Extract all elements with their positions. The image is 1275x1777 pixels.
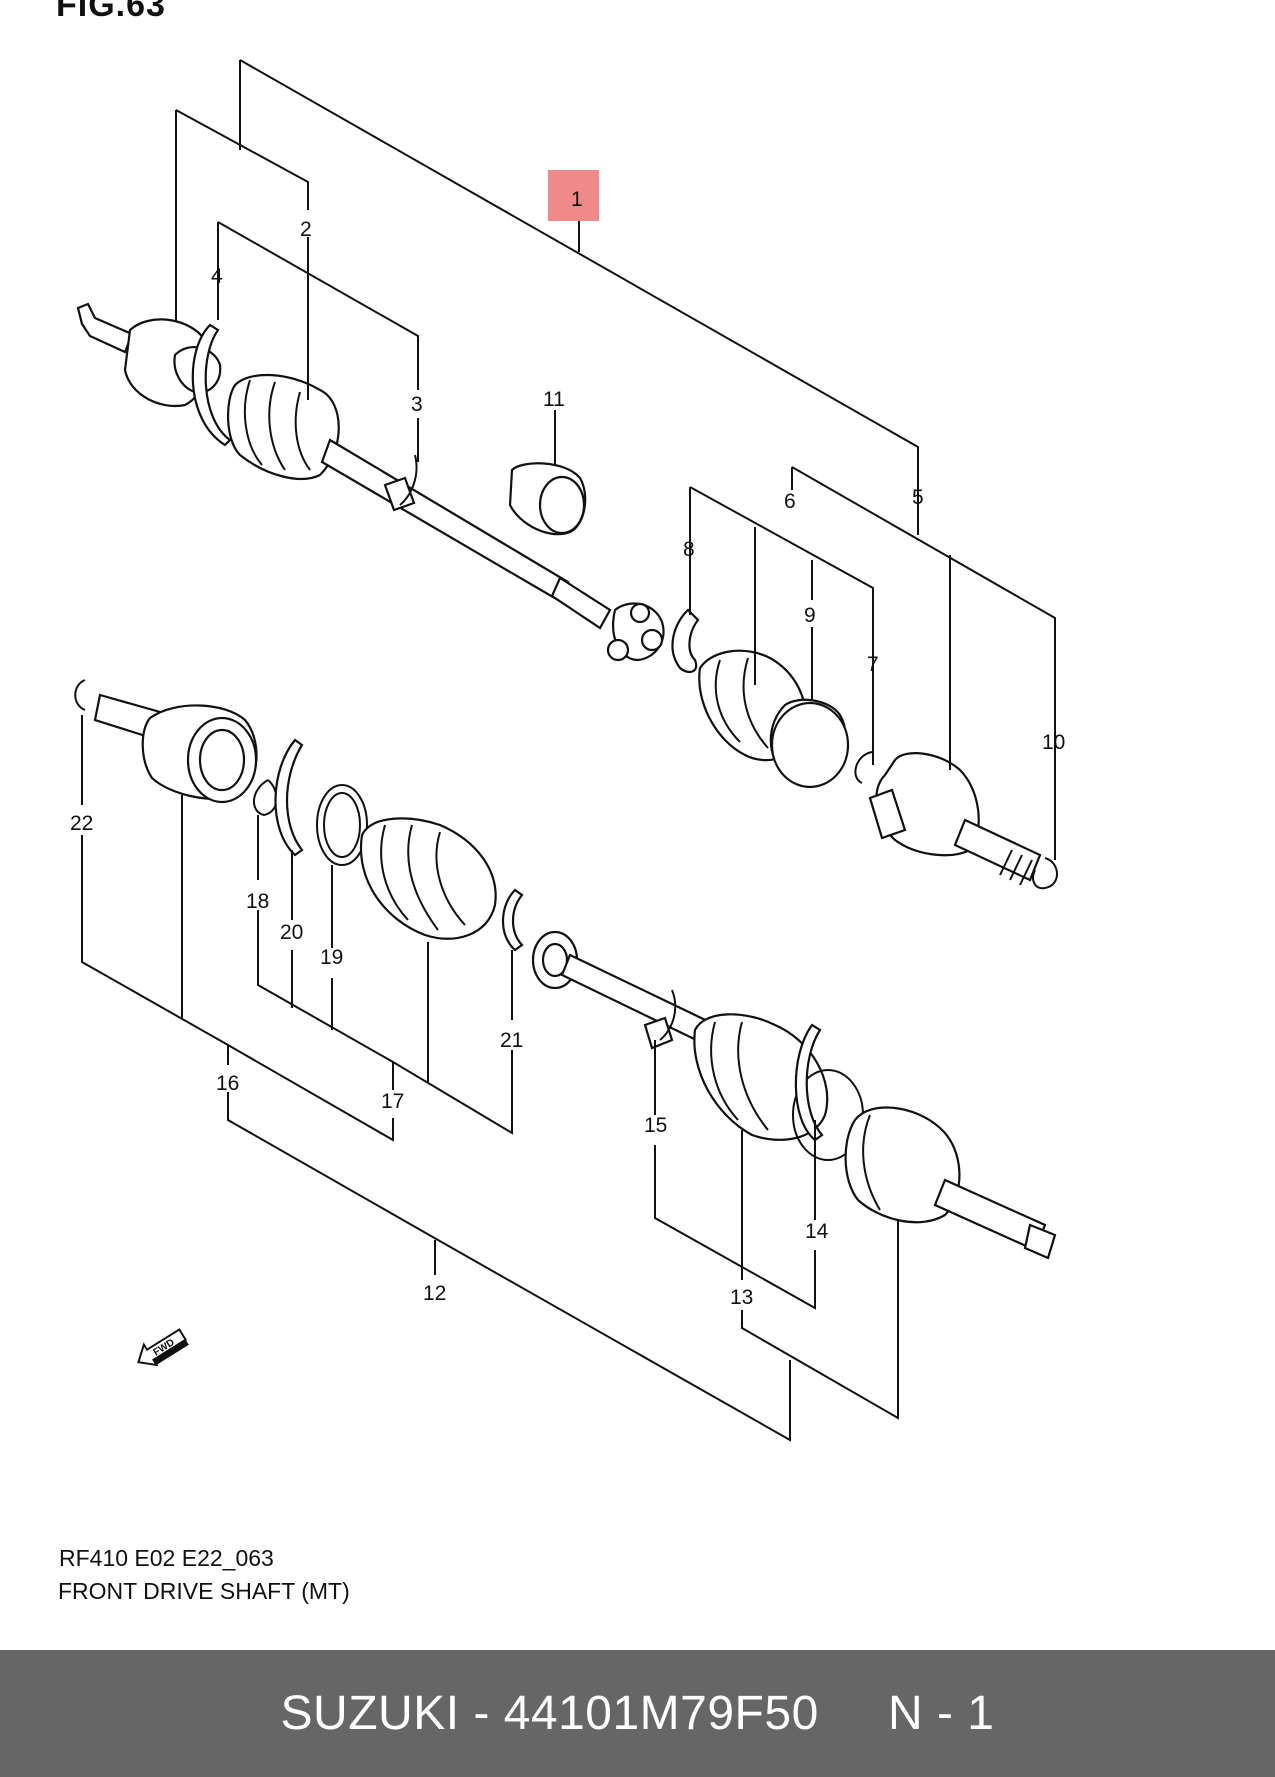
callout-9: 9	[804, 604, 816, 627]
callout-19: 19	[320, 946, 343, 969]
callout-5: 5	[912, 486, 924, 509]
callout-12: 12	[423, 1282, 446, 1305]
callout-20: 20	[280, 921, 303, 944]
callout-18: 18	[246, 890, 269, 913]
lower-shaft-assembly	[74, 679, 1057, 1260]
callout-22: 22	[70, 812, 93, 835]
highlight-part-1	[548, 170, 599, 221]
fwd-arrow-icon: FWD	[137, 1328, 189, 1367]
callout-1: 1	[571, 188, 583, 211]
callout-numbers: 1 2 3 4 5 6 7 8 9 10 11 12 13 14 15 16 1…	[70, 188, 1065, 1309]
figure-title: FRONT DRIVE SHAFT (MT)	[58, 1578, 350, 1604]
exploded-parts-diagram: 1 2 3 4 5 6 7 8 9 10 11 12 13 14 15 16 1…	[70, 59, 1065, 1442]
leader-lines	[81, 59, 1056, 1442]
figure-code: RF410 E02 E22_063	[59, 1545, 274, 1571]
callout-2: 2	[300, 218, 312, 241]
callout-7: 7	[867, 653, 879, 676]
callout-17: 17	[381, 1090, 404, 1113]
callout-10: 10	[1042, 731, 1065, 754]
footer-bar: SUZUKI - 44101M79F50 N - 1	[0, 1650, 1275, 1777]
upper-shaft-assembly	[76, 302, 1058, 890]
callout-6: 6	[784, 490, 796, 513]
callout-21: 21	[500, 1029, 523, 1052]
callout-8: 8	[683, 538, 695, 561]
callout-15: 15	[644, 1114, 667, 1137]
callout-16: 16	[216, 1072, 239, 1095]
callout-3: 3	[411, 393, 423, 416]
callout-4: 4	[211, 265, 223, 288]
callout-13: 13	[730, 1286, 753, 1309]
callout-11: 11	[543, 388, 565, 411]
part-number-label: SUZUKI - 44101M79F50 N - 1	[280, 1687, 995, 1740]
figure-header: FIG.63	[56, 0, 166, 24]
callout-14: 14	[805, 1220, 829, 1243]
